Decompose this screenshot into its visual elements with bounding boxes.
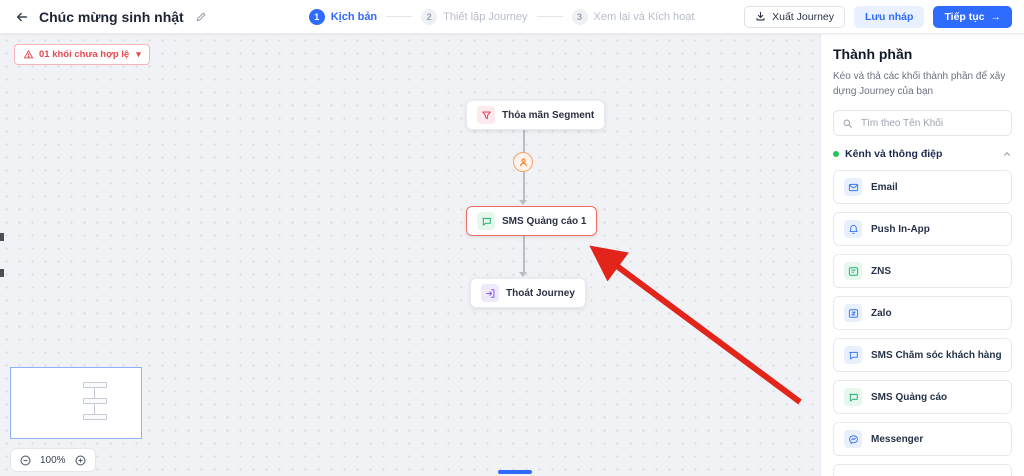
minimap-node [83, 382, 107, 388]
sms-icon [844, 388, 862, 406]
user-icon [519, 158, 527, 166]
funnel-icon [477, 106, 495, 124]
component-label: SMS Chăm sóc khách hàng [871, 349, 1002, 361]
search-icon [843, 119, 852, 128]
email-icon [844, 178, 862, 196]
save-draft-button[interactable]: Lưu nháp [854, 5, 925, 28]
component-item-email[interactable]: Email [833, 170, 1012, 204]
node-exit-journey[interactable]: Thoát Journey [470, 278, 586, 308]
main-area: 01 khối chưa hợp lệ ▾ Thỏa mãn Segment [0, 34, 1024, 476]
component-label: SMS Quảng cáo [871, 391, 948, 403]
component-item-push-in-app[interactable]: Push In-App [833, 212, 1012, 246]
edge-arrowhead [519, 200, 527, 205]
zoom-out-button[interactable] [19, 454, 32, 467]
step-1-kich-ban[interactable]: 1 Kịch bản [308, 8, 378, 25]
circle-minus-icon [20, 454, 31, 466]
circle-plus-icon [75, 454, 86, 466]
minimap-node [83, 398, 107, 404]
edge-arrowhead [519, 272, 527, 277]
messenger-icon [844, 430, 862, 448]
zalo-icon [844, 304, 862, 322]
minimap-edge [94, 388, 95, 398]
continue-label: Tiếp tục [944, 10, 985, 23]
minimap[interactable] [10, 367, 142, 439]
warning-icon [23, 50, 34, 59]
continue-button[interactable]: Tiếp tục → [933, 5, 1012, 28]
horizontal-scrollbar-thumb[interactable] [498, 470, 532, 474]
journey-stepper: 1 Kịch bản 2 Thiết lập Journey 3 Xem lại… [308, 8, 695, 25]
node-sms-quang-cao[interactable]: SMS Quảng cáo 1 [466, 206, 598, 236]
arrow-right-icon: → [990, 10, 1002, 23]
step-3-number: 3 [571, 8, 588, 25]
section-label: Kênh và thông điệp [845, 148, 943, 160]
export-journey-label: Xuất Journey [772, 10, 834, 23]
chevron-up-icon [1002, 149, 1012, 159]
component-label: Messenger [871, 433, 924, 445]
zoom-controls: 100% [10, 448, 96, 472]
step-2-number: 2 [421, 8, 438, 25]
step-divider [386, 16, 413, 17]
step-divider [536, 16, 563, 17]
zoom-level: 100% [40, 454, 66, 466]
sidebar-description: Kéo và thả các khối thành phần để xây dự… [833, 71, 1006, 97]
component-label: Push In-App [871, 223, 930, 235]
component-item-partial[interactable] [833, 464, 1012, 476]
zoom-in-button[interactable] [74, 454, 87, 467]
component-item-zalo[interactable]: Zalo [833, 296, 1012, 330]
canvas-edge-handle [0, 269, 4, 277]
green-dot-icon [833, 151, 839, 157]
step-2-thiet-lap[interactable]: 2 Thiết lập Journey [421, 8, 528, 25]
top-bar-actions: Xuất Journey Lưu nháp Tiếp tục → [744, 5, 1012, 28]
node-sms-label: SMS Quảng cáo 1 [502, 215, 587, 227]
component-label: ZNS [871, 265, 891, 277]
invalid-blocks-label: 01 khối chưa hợp lệ [39, 49, 130, 60]
section-channels-header[interactable]: Kênh và thông điệp [833, 148, 1012, 160]
save-draft-label: Lưu nháp [865, 10, 914, 23]
export-journey-button[interactable]: Xuất Journey [744, 5, 845, 28]
canvas-edge-handle [0, 233, 4, 241]
bell-icon [844, 220, 862, 238]
journey-canvas[interactable]: 01 khối chưa hợp lệ ▾ Thỏa mãn Segment [0, 34, 820, 476]
edge-sms-to-exit [523, 236, 525, 272]
minimap-edge [94, 404, 95, 414]
component-item-sms-cham-soc[interactable]: SMS Chăm sóc khách hàng [833, 338, 1012, 372]
node-segment-label: Thỏa mãn Segment [502, 109, 595, 121]
sms-icon [844, 346, 862, 364]
edge-audience-badge[interactable] [513, 152, 533, 172]
step-3-xem-lai[interactable]: 3 Xem lại và Kích hoạt [571, 8, 695, 25]
component-label: Zalo [871, 307, 892, 319]
step-1-number: 1 [308, 8, 325, 25]
sidebar-title: Thành phần [833, 46, 913, 62]
download-icon [756, 11, 765, 21]
invalid-blocks-alert[interactable]: 01 khối chưa hợp lệ ▾ [14, 44, 150, 65]
component-item-zns[interactable]: ZNS [833, 254, 1012, 288]
zns-icon [844, 262, 862, 280]
component-search[interactable] [833, 110, 1012, 136]
node-segment[interactable]: Thỏa mãn Segment [466, 100, 606, 130]
step-3-label: Xem lại và Kích hoạt [593, 10, 695, 23]
component-item-messenger[interactable]: Messenger [833, 422, 1012, 456]
sms-icon [477, 212, 495, 230]
search-input[interactable] [859, 116, 1003, 130]
component-label: Email [871, 181, 898, 193]
node-exit-label: Thoát Journey [506, 287, 575, 299]
step-2-label: Thiết lập Journey [443, 10, 528, 23]
top-bar: Chúc mừng sinh nhật 1 Kịch bản 2 Thiết l… [0, 0, 1024, 34]
component-item-sms-quang-cao[interactable]: SMS Quảng cáo [833, 380, 1012, 414]
minimap-node [83, 414, 107, 420]
edit-title-button[interactable] [191, 7, 211, 27]
pencil-icon [196, 12, 206, 21]
components-sidebar: Thành phần Kéo và thả các khối thành phầ… [820, 34, 1024, 476]
chevron-down-icon: ▾ [136, 49, 141, 59]
page-title: Chúc mừng sinh nhật [39, 8, 184, 25]
arrow-left-icon [16, 12, 28, 21]
step-1-label: Kịch bản [330, 10, 378, 23]
exit-icon [481, 284, 499, 302]
back-button[interactable] [12, 7, 32, 27]
